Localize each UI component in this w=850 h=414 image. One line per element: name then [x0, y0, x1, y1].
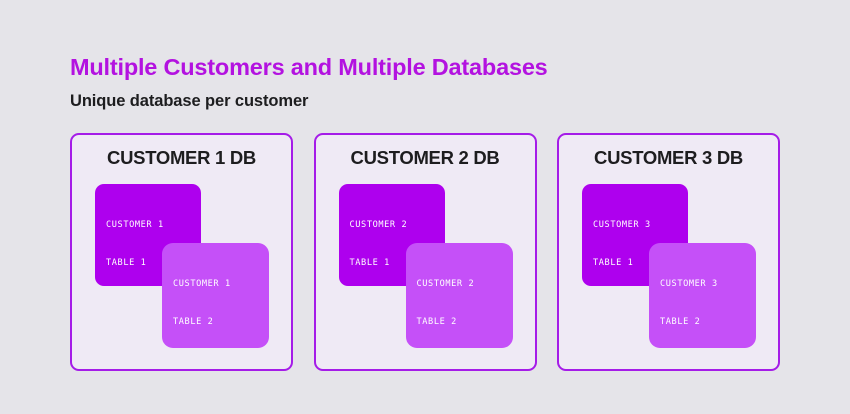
database-card-title: CUSTOMER 1 DB: [107, 147, 256, 168]
table-label-line-1: CUSTOMER 3: [660, 279, 718, 289]
table-box-customer-2-table-2[interactable]: CUSTOMER 2 TABLE 2: [405, 243, 513, 348]
table-box-customer-3-table-2[interactable]: CUSTOMER 3 TABLE 2: [649, 243, 756, 348]
table-stack: CUSTOMER 1 TABLE 1 CUSTOMER 1 TABLE 2: [72, 135, 291, 369]
database-card-customer-3[interactable]: CUSTOMER 3 DB CUSTOMER 3 TABLE 1 CUSTOME…: [557, 133, 780, 371]
database-cards-row: CUSTOMER 1 DB CUSTOMER 1 TABLE 1 CUSTOME…: [70, 133, 780, 371]
table-label-line-1: CUSTOMER 3: [593, 220, 651, 230]
table-stack: CUSTOMER 3 TABLE 1 CUSTOMER 3 TABLE 2: [559, 135, 778, 369]
page-subtitle: Unique database per customer: [70, 92, 309, 110]
page-title: Multiple Customers and Multiple Database…: [70, 54, 548, 80]
database-card-customer-2[interactable]: CUSTOMER 2 DB CUSTOMER 2 TABLE 1 CUSTOME…: [313, 133, 537, 371]
table-label-line-2: TABLE 2: [660, 316, 701, 327]
table-label-line-2: TABLE 1: [106, 257, 147, 268]
table-label-line-2: TABLE 2: [416, 316, 457, 327]
table-label-line-1: CUSTOMER 1: [173, 279, 231, 289]
database-card-title: CUSTOMER 3 DB: [594, 147, 743, 168]
database-card-title: CUSTOMER 2 DB: [350, 147, 500, 168]
table-label-line-1: CUSTOMER 1: [106, 220, 164, 230]
table-box-customer-1-table-2[interactable]: CUSTOMER 1 TABLE 2: [162, 243, 269, 348]
table-label-line-2: TABLE 1: [349, 257, 390, 268]
table-label-line-1: CUSTOMER 2: [349, 220, 408, 230]
table-stack: CUSTOMER 2 TABLE 1 CUSTOMER 2 TABLE 2: [316, 135, 535, 369]
table-label-line-2: TABLE 2: [173, 316, 214, 327]
table-label-line-1: CUSTOMER 2: [416, 279, 475, 289]
table-label-line-2: TABLE 1: [593, 257, 634, 268]
database-card-customer-1[interactable]: CUSTOMER 1 DB CUSTOMER 1 TABLE 1 CUSTOME…: [70, 133, 293, 371]
